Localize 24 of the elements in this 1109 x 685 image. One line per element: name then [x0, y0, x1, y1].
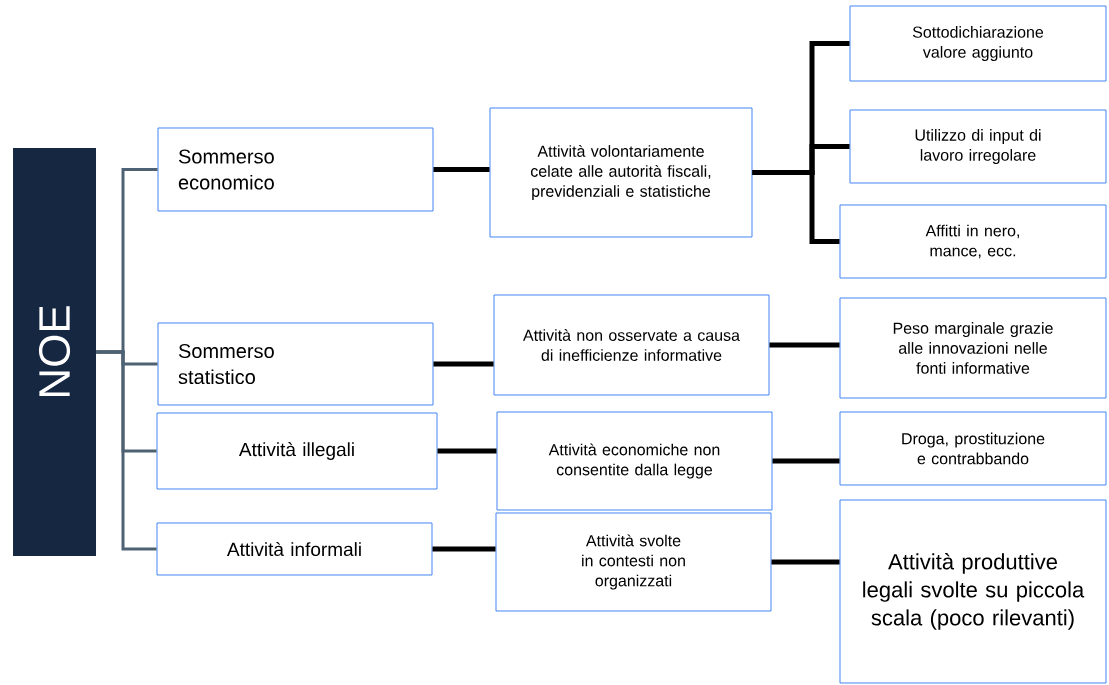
description-box: Attività svolte in contesti non organizzati	[495, 512, 772, 612]
bracket-connector	[752, 170, 840, 244]
category-box: Attività illegali	[156, 412, 438, 490]
detail-box: Droga, prostituzione e contrabbando	[839, 411, 1107, 486]
detail-box: Sottodichiarazione valore aggiunto	[849, 5, 1107, 82]
detail-box: Peso marginale grazie alle innovazioni nelle fonti informative	[839, 297, 1107, 399]
category-box: Sommerso economico	[157, 127, 434, 212]
detail-box: Attività produttive legali svolte su piccola scala (poco rilevanti)	[839, 499, 1107, 684]
connector-line	[433, 361, 494, 367]
connector-line	[771, 559, 840, 565]
bracket-connector	[96, 350, 157, 551]
description-box: Attività volontariamente celate alle autorità fiscali, previdenziali e statistiche	[489, 107, 753, 238]
description-box: Attività economiche non consentite dalla legge	[496, 411, 773, 511]
connector-line	[437, 448, 497, 454]
detail-box: Utilizzo di input di lavoro irregolare	[849, 109, 1107, 184]
category-box: Sommerso statistico	[157, 322, 434, 406]
description-box: Attività non osservate a causa di inefficienze informative	[493, 294, 770, 396]
connector-line	[433, 167, 490, 172]
connector-line	[772, 458, 840, 464]
title-band: NOE	[13, 148, 96, 556]
connector-line	[432, 546, 496, 552]
connector-line	[769, 342, 840, 348]
category-box: Attività informali	[156, 522, 433, 576]
detail-box: Affitti in nero, mance, ecc.	[839, 204, 1107, 279]
